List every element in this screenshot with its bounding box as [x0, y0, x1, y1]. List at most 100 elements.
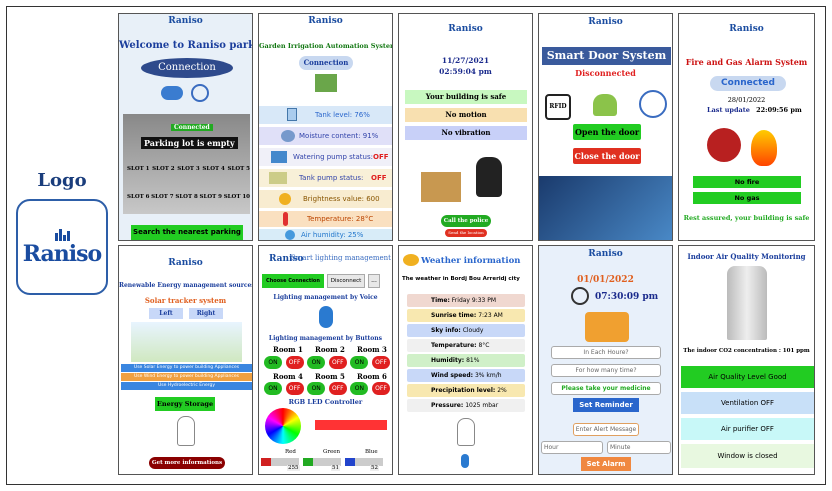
green-slider[interactable]: [303, 458, 341, 466]
hydro-energy-option[interactable]: Use Hydroelectric Energy: [121, 382, 252, 390]
fire-connection-button[interactable]: Connected: [710, 76, 786, 91]
set-alarm-button[interactable]: Set Alarm: [581, 457, 631, 471]
tank-pump-icon: [269, 172, 287, 184]
fire-safe-message: Rest assured, your building is safe: [683, 214, 810, 222]
search-parking-button[interactable]: Search the nearest parking: [131, 225, 243, 240]
tank-icon: [287, 108, 297, 121]
security-panel: Raniso 11/27/2021 02:59:04 pm Your build…: [398, 13, 533, 241]
lighting-title: Smart lighting management: [291, 254, 391, 262]
left-button[interactable]: Left: [149, 308, 183, 319]
energy-panel: Raniso Renewable Energy management sourc…: [118, 245, 253, 475]
rgb-controller-label: RGB LED Controller: [288, 398, 363, 406]
slot-label: SLOT 3: [177, 166, 200, 172]
temperature-row: Temperature: 28°C: [259, 211, 392, 227]
hour-input[interactable]: Hour: [541, 441, 603, 454]
last-update-label: Last update: [707, 106, 750, 114]
send-location-button[interactable]: Send the location: [445, 229, 487, 237]
weather-panel: Weather information The weather in Bordj…: [398, 245, 533, 475]
room2-off-button[interactable]: OFF: [328, 356, 347, 369]
humidity-icon: [285, 230, 295, 240]
slot-label: SLOT 7: [151, 194, 174, 200]
last-update-row: Last update 22:09:56 pm: [707, 106, 802, 114]
medicine-panel: Raniso 01/01/2022 07:30:09 pm In Each Ho…: [538, 245, 673, 475]
tank-pump-label: Tank pump status:: [299, 174, 364, 182]
color-wheel[interactable]: [265, 408, 301, 444]
choose-connection-button[interactable]: Choose Connection: [262, 274, 324, 288]
raniso-mini-logo: Raniso: [729, 24, 764, 34]
medicine-time: 07:30:09 pm: [595, 292, 659, 302]
minute-input[interactable]: Minute: [607, 441, 671, 454]
room1-on-button[interactable]: ON: [264, 356, 282, 369]
room-label: Room 2: [315, 345, 345, 354]
globe-icon: [191, 84, 209, 102]
energy-storage-button[interactable]: Energy Storage: [155, 397, 215, 411]
fire-status: No fire: [693, 176, 801, 188]
color-preview: [315, 420, 387, 430]
room4-on-button[interactable]: ON: [264, 382, 282, 395]
raniso-mini-logo: Raniso: [308, 16, 343, 26]
room2-on-button[interactable]: ON: [307, 356, 326, 369]
open-door-button[interactable]: Open the door: [573, 124, 641, 140]
energy-title: Renewable Energy management sources: [119, 282, 253, 289]
room4-off-button[interactable]: OFF: [285, 382, 304, 395]
reminder-message: Please take your medicine: [551, 382, 661, 395]
slot-label: SLOT 5: [227, 166, 250, 172]
brightness-text: Brightness value: 600: [303, 195, 380, 203]
logo-title: Logo: [37, 170, 87, 191]
microphone-icon[interactable]: [319, 306, 333, 328]
globe-icon: [639, 90, 667, 118]
wind-energy-option[interactable]: Use Wind Energy to power building Applia…: [121, 373, 252, 381]
air-purifier-image: [727, 266, 767, 340]
parking-panel: Raniso Welcome to Raniso parking Connect…: [118, 13, 253, 241]
right-button[interactable]: Right: [189, 308, 223, 319]
tank-pump-value: OFF: [371, 174, 387, 182]
slot-label: SLOT 4: [202, 166, 225, 172]
security-time: 02:59:04 pm: [439, 67, 492, 76]
red-slider[interactable]: [261, 458, 299, 466]
alert-message-input[interactable]: Enter Alert Message: [573, 423, 639, 436]
purifier-status: Air purifier OFF: [681, 418, 814, 440]
garden-connection-button[interactable]: Connection: [299, 56, 353, 70]
raniso-mini-logo: Raniso: [588, 249, 623, 259]
weather-row-wind: Wind speed: 3% km/h: [407, 369, 525, 382]
button-control-label: Lighting management by Buttons: [268, 335, 383, 342]
blue-slider[interactable]: [345, 458, 383, 466]
room6-off-button[interactable]: OFF: [371, 382, 390, 395]
ventilation-status: Ventilation OFF: [681, 392, 814, 414]
lighting-panel: Raniso Smart lighting management Choose …: [258, 245, 393, 475]
door-connection-status: Disconnected: [575, 68, 636, 78]
room5-on-button[interactable]: ON: [307, 382, 326, 395]
temperature-text: Temperature: 28°C: [307, 215, 374, 223]
more-options-button[interactable]: ...: [368, 274, 380, 288]
door-panel: Raniso Smart Door System Disconnected RF…: [538, 13, 673, 241]
tank-level-text: Tank level: 76%: [315, 111, 370, 119]
room1-off-button[interactable]: OFF: [285, 356, 304, 369]
close-door-button[interactable]: Close the door: [573, 148, 641, 164]
count-input[interactable]: For how many time?: [551, 364, 661, 377]
slots-row-2: SLOT 6 SLOT 7 SLOT 8 SLOT 9 SLOT 10: [127, 194, 250, 200]
weather-row-temperature: Temperature: 8°C: [407, 339, 525, 352]
solar-energy-option[interactable]: Use Solar Energy to power building Appli…: [121, 364, 252, 372]
slot-label: SLOT 6: [127, 194, 150, 200]
tank-level-row: Tank level: 76%: [259, 106, 392, 124]
parking-connection-button[interactable]: Connection: [141, 58, 233, 78]
fire-title: Fire and Gas Alarm System: [685, 57, 808, 67]
room3-off-button[interactable]: OFF: [371, 356, 390, 369]
room-label: Room 6: [357, 372, 387, 381]
renewable-energy-image: [131, 322, 242, 362]
blue-label: Blue: [365, 449, 378, 455]
room6-on-button[interactable]: ON: [350, 382, 369, 395]
set-reminder-button[interactable]: Set Reminder: [573, 398, 639, 412]
disconnect-button[interactable]: Disconnect: [327, 274, 365, 288]
pills-icon: [585, 312, 629, 342]
room3-on-button[interactable]: ON: [350, 356, 369, 369]
microphone-icon[interactable]: [461, 454, 469, 468]
brightness-row: Brightness value: 600: [259, 190, 392, 208]
room5-off-button[interactable]: OFF: [328, 382, 347, 395]
cloud-icon: [161, 86, 183, 100]
moisture-text: Moisture content: 91%: [299, 132, 379, 140]
call-police-button[interactable]: Call the police: [441, 215, 491, 227]
weather-icon: [403, 254, 419, 266]
interval-input[interactable]: In Each Houre?: [551, 346, 661, 359]
more-info-button[interactable]: Get more informations: [149, 457, 225, 469]
